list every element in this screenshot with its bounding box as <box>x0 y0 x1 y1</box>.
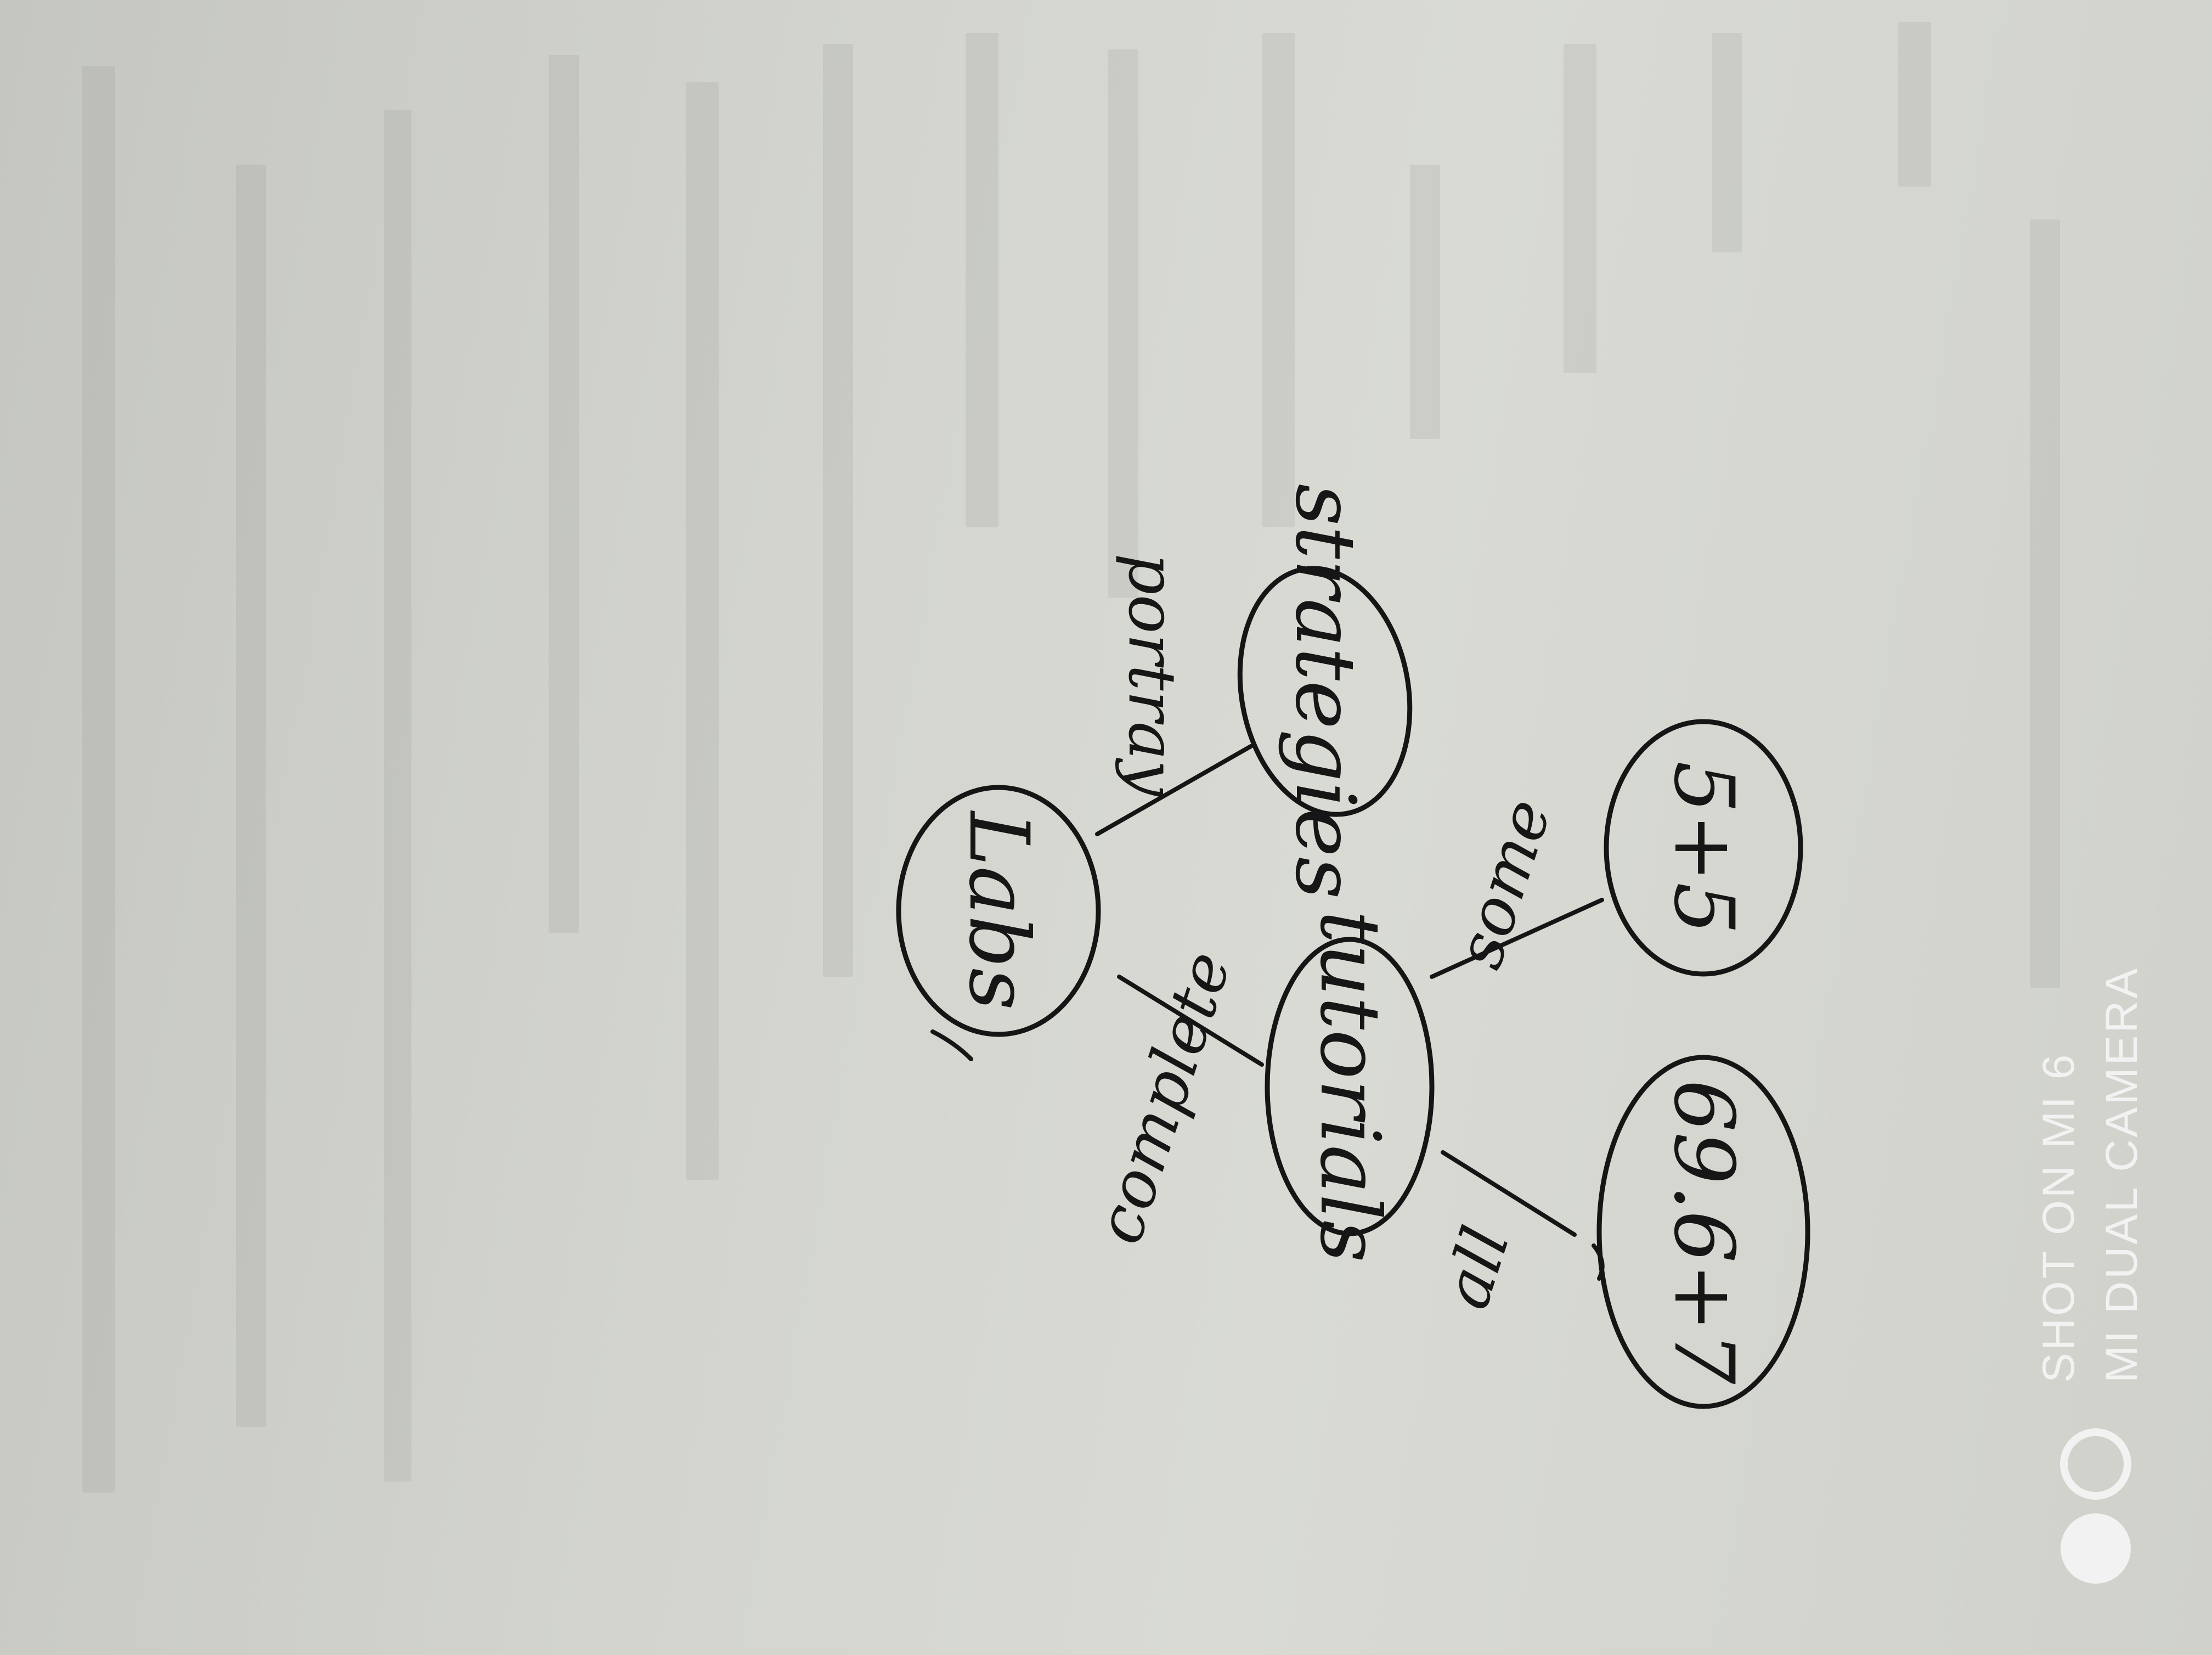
node-strategies-label: strategies <box>1277 483 1373 899</box>
node-labs: Labs <box>896 785 1101 1037</box>
bleed-through-text <box>549 55 579 933</box>
node-69-6-plus-7-label: 69.6+7 <box>1656 1079 1751 1384</box>
bleed-through-text <box>82 66 115 1493</box>
edge-label-some: some <box>1441 790 1566 977</box>
bleed-through-text <box>2030 219 2060 988</box>
bleed-through-text <box>1108 49 1138 598</box>
edge-label-portray: portray <box>1114 553 1190 797</box>
bleed-through-text <box>686 82 719 1180</box>
pen-stroke <box>930 1029 973 1061</box>
watermark-ring-icon <box>2060 1428 2131 1500</box>
bleed-through-text <box>1898 22 1931 187</box>
edge-tutorials-r69 <box>1441 1150 1577 1237</box>
node-tutorials-label: tutorials <box>1302 910 1397 1263</box>
edge-labs-strategies <box>1095 744 1253 836</box>
camera-watermark: SHOT ON MI 6 MI DUAL CAMERA <box>2034 966 2147 1584</box>
watermark-line1: SHOT ON MI 6 <box>2034 1052 2084 1383</box>
bleed-through-text <box>966 33 998 527</box>
watermark-line2: MI DUAL CAMERA <box>2097 966 2147 1383</box>
bleed-through-text <box>1712 33 1742 252</box>
edge-label-complete: complete <box>1080 942 1245 1252</box>
node-5-plus-5: 5+5 <box>1604 719 1803 977</box>
bleed-through-text <box>823 44 853 977</box>
edge-tutorials-r5 <box>1430 898 1604 979</box>
node-tutorials: tutorials <box>1265 910 1435 1263</box>
node-strategies: strategies <box>1237 483 1413 899</box>
bleed-through-text <box>1410 165 1440 439</box>
bleed-through-text <box>1564 44 1596 373</box>
node-5-plus-5-label: 5+5 <box>1656 761 1751 935</box>
bleed-through-text <box>384 110 411 1482</box>
node-69-6-plus-7: 69.6+7 <box>1596 1055 1810 1409</box>
edge-labs-tutorials <box>1117 975 1264 1067</box>
edge-label-all: all <box>1427 1218 1524 1317</box>
bleed-through-text <box>1262 33 1295 527</box>
bleed-through-text <box>236 165 266 1427</box>
node-labs-label: Labs <box>951 810 1046 1010</box>
watermark-dot-icon <box>2061 1513 2131 1584</box>
